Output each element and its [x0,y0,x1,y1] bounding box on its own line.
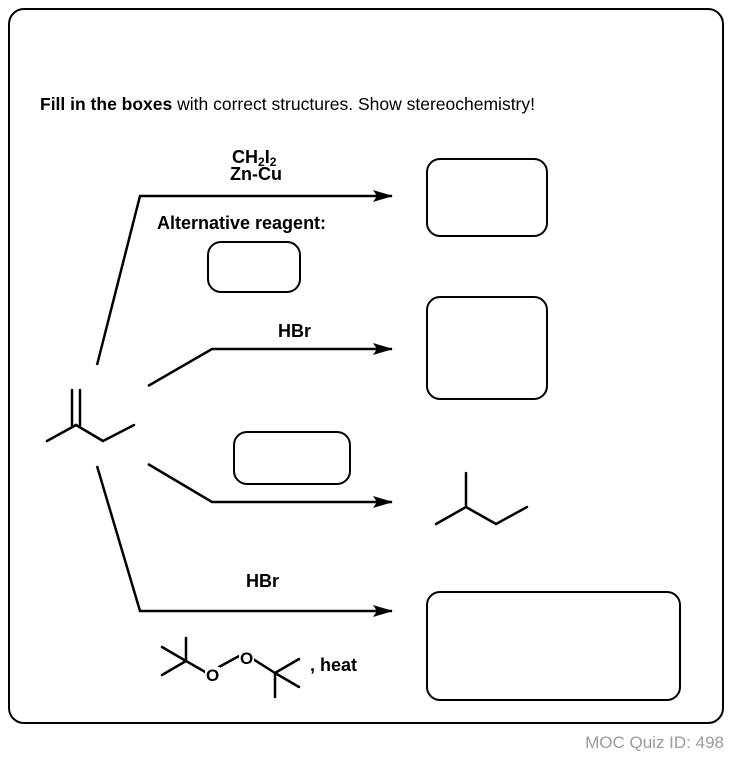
product-alkane-structure [434,471,529,526]
peroxide-oxygen-1: O [205,666,221,685]
quiz-id-label: MOC Quiz ID: 498 [585,733,724,752]
quiz-frame [8,8,724,724]
reagent-ch2i2-ch: CH [232,147,258,167]
peroxide-oxygen-2: O [239,649,255,668]
reagent-ch2i2: CH2I2 [232,147,277,169]
arrow-cyclopropanation [95,190,393,366]
reagent-ch2i2-sub2: 2 [269,155,277,169]
starting-alkene-structure [45,388,136,443]
reagent-hbr-radical: HBr [246,571,280,591]
answer-box-radical-hbr-product[interactable] [426,591,681,701]
peroxide-structure [160,636,301,699]
reagent-ch2i2-sub1: 2 [258,155,265,169]
answer-box-alternative-reagent[interactable] [207,241,301,293]
reagent-ch2i2-i: I [264,147,270,167]
answer-box-hbr-product[interactable] [426,296,548,400]
answer-box-reagent-hydrogenation[interactable] [233,431,351,485]
reaction-conditions-heat: , heat [310,655,358,675]
answer-box-cyclopropane-product[interactable] [426,158,548,237]
instruction-rest: with correct structures. Show stereochem… [172,94,535,114]
alternative-reagent-label: Alternative reagent: [157,213,327,233]
reagent-hbr-markovnikov: HBr [278,321,312,341]
arrow-unknown-reagent [147,462,393,508]
instruction-text: Fill in the boxes with correct structure… [40,94,535,115]
instruction-bold: Fill in the boxes [40,94,173,114]
arrow-hbr-radical [95,465,393,617]
reagent-zn-cu: Zn-Cu [230,164,282,184]
arrow-hbr-markovnikov [147,343,393,388]
